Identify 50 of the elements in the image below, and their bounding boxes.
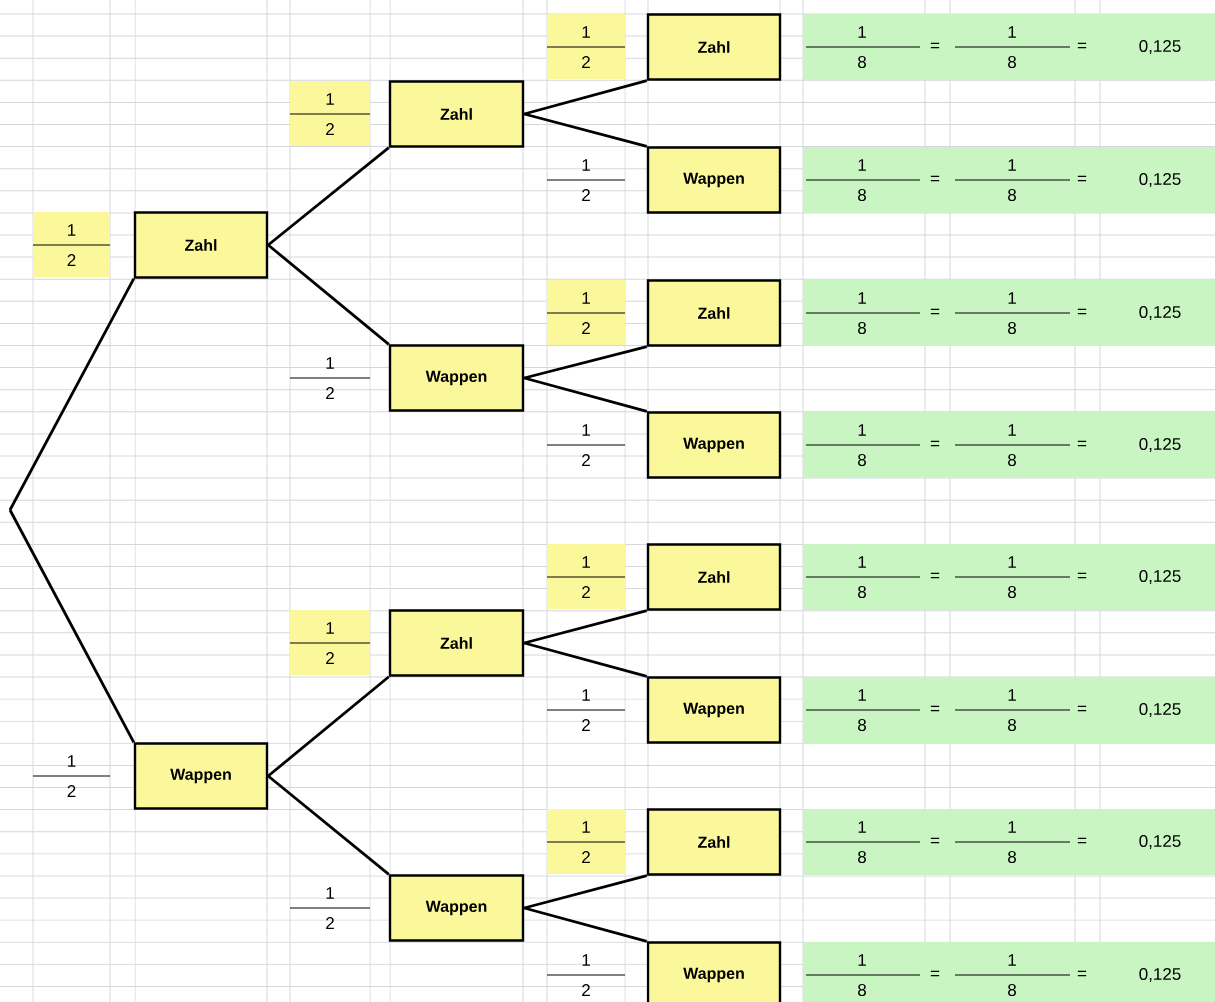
branch-line (523, 609, 648, 645)
outcome-box: Zahl (646, 543, 782, 611)
result-band: 1 8 = 1 8 = 0,125 (803, 544, 1215, 610)
probability-fraction: 1 2 (289, 357, 371, 399)
probability-fraction: 1 2 (289, 81, 371, 146)
result-band: 1 8 = 1 8 = 0,125 (803, 147, 1215, 213)
probability-fraction: 1 2 (546, 424, 626, 466)
branch-line (267, 146, 390, 247)
branch-line (523, 112, 648, 148)
outcome-box: Wappen (133, 742, 269, 810)
probability-fraction: 1 2 (32, 755, 111, 797)
probability-fraction: 1 2 (546, 159, 626, 201)
probability-fraction: 1 2 (546, 689, 626, 731)
probability-fraction: 1 2 (546, 14, 626, 79)
result-band: 1 8 = 1 8 = 0,125 (803, 14, 1215, 80)
branch-line (523, 345, 648, 380)
branch-line (523, 874, 648, 910)
probability-fraction: 1 2 (289, 887, 371, 929)
probability-fraction: 1 2 (32, 212, 111, 277)
probability-fraction: 1 2 (546, 954, 626, 996)
branch-line (8, 278, 136, 511)
branch-line (267, 774, 390, 876)
result-band: 1 8 = 1 8 = 0,125 (803, 677, 1215, 743)
branch-line (523, 906, 648, 943)
branch-line (523, 641, 648, 678)
result-band: 1 8 = 1 8 = 0,125 (803, 809, 1215, 875)
outcome-box: Zahl (388, 609, 525, 677)
result-band: 1 8 = 1 8 = 0,125 (803, 942, 1215, 1002)
outcome-box: Wappen (388, 874, 525, 942)
outcome-box: Wappen (646, 941, 782, 1002)
branch-line (523, 79, 648, 116)
probability-fraction: 1 2 (546, 280, 626, 345)
outcome-box: Wappen (646, 146, 782, 214)
outcome-box: Zahl (646, 279, 782, 347)
outcome-box: Zahl (133, 211, 269, 279)
outcome-box: Wappen (388, 344, 525, 412)
probability-fraction: 1 2 (546, 809, 626, 874)
outcome-box: Zahl (646, 13, 782, 81)
outcome-box: Wappen (646, 676, 782, 744)
outcome-box: Zahl (388, 80, 525, 148)
outcome-box: Wappen (646, 411, 782, 479)
probability-fraction: 1 2 (546, 544, 626, 609)
outcome-box: Zahl (646, 808, 782, 876)
branch-line (267, 675, 390, 778)
branch-line (267, 243, 390, 346)
branch-line (523, 376, 648, 413)
branch-line (8, 509, 136, 743)
probability-fraction: 1 2 (289, 610, 371, 675)
result-band: 1 8 = 1 8 = 0,125 (803, 412, 1215, 478)
result-band: 1 8 = 1 8 = 0,125 (803, 280, 1215, 346)
